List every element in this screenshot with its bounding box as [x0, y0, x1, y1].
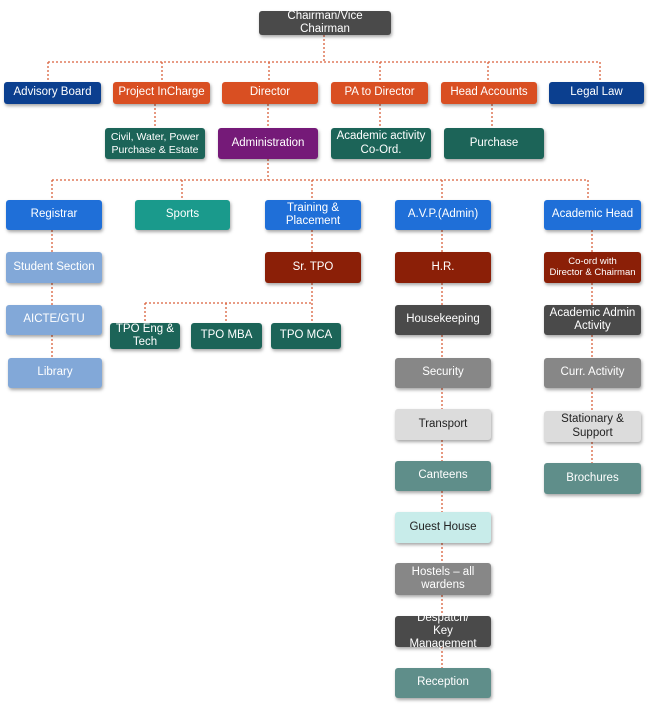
- node-despatch: Despatch/ Key Management: [395, 612, 491, 650]
- node-curr-activity: Curr. Activity: [544, 358, 641, 388]
- node-security: Security: [395, 358, 491, 388]
- node-sports: Sports: [135, 200, 230, 230]
- node-library: Library: [8, 358, 102, 388]
- node-legal-law: Legal Law: [549, 82, 644, 104]
- node-purchase: Purchase: [444, 128, 544, 159]
- node-director: Director: [222, 82, 318, 104]
- node-advisory-board: Advisory Board: [4, 82, 101, 104]
- node-housekeeping: Housekeeping: [395, 305, 491, 335]
- node-coord-director-chairman: Co-ord with Director & Chairman: [544, 252, 641, 283]
- node-avp-admin: A.V.P.(Admin): [395, 200, 491, 230]
- node-hr: H.R.: [395, 252, 491, 283]
- node-civil-water-power: Civil, Water, Power Purchase & Estate: [105, 128, 205, 159]
- node-administration: Administration: [218, 128, 318, 159]
- node-academic-admin-activity: Academic Admin Activity: [544, 305, 641, 335]
- node-academic-activity-coord: Academic activity Co-Ord.: [331, 128, 431, 159]
- node-guest-house: Guest House: [395, 512, 491, 543]
- node-reception: Reception: [395, 668, 491, 698]
- node-stationary-support: Stationary & Support: [544, 411, 641, 442]
- node-head-accounts: Head Accounts: [441, 82, 537, 104]
- node-pa-to-director: PA to Director: [331, 82, 428, 104]
- node-hostels: Hostels – all wardens: [395, 563, 491, 595]
- node-aicte-gtu: AICTE/GTU: [6, 305, 102, 335]
- node-tpo-eng-tech: TPO Eng & Tech: [110, 323, 180, 349]
- node-chairman: Chairman/Vice Chairman: [259, 10, 391, 35]
- node-transport: Transport: [395, 409, 491, 440]
- node-academic-head: Academic Head: [544, 200, 641, 230]
- node-tpo-mca: TPO MCA: [271, 323, 341, 349]
- node-registrar: Registrar: [6, 200, 102, 230]
- node-tpo-mba: TPO MBA: [191, 323, 262, 349]
- node-project-incharge: Project InCharge: [113, 82, 210, 104]
- node-canteens: Canteens: [395, 461, 491, 491]
- node-sr-tpo: Sr. TPO: [265, 252, 361, 283]
- node-brochures: Brochures: [544, 463, 641, 494]
- node-training-placement: Training & Placement: [265, 200, 361, 230]
- node-student-section: Student Section: [6, 252, 102, 283]
